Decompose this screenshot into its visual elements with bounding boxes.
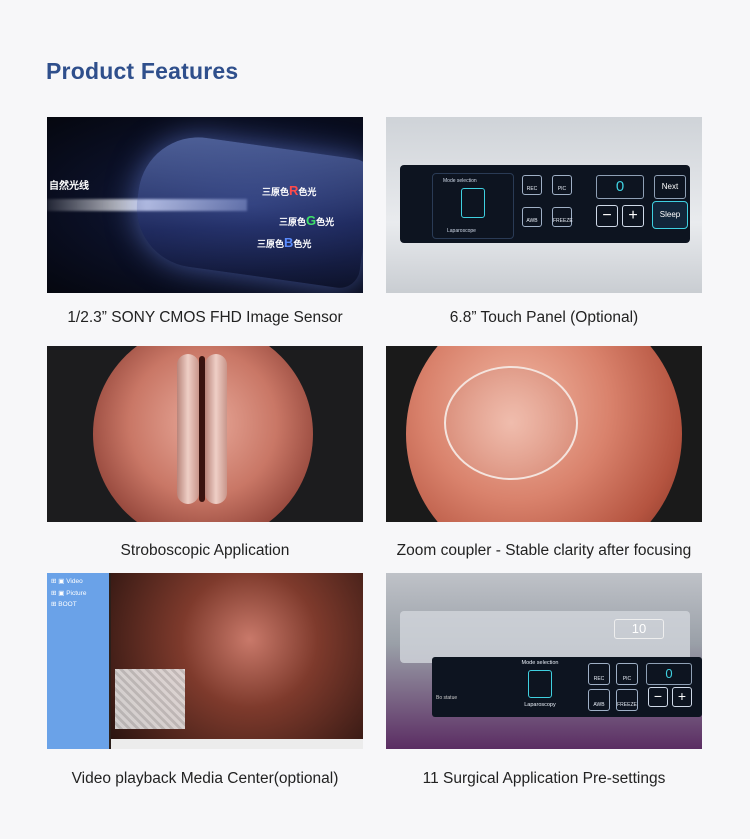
blue-light-label: 三原色B色光 xyxy=(257,235,312,250)
natural-light-label: 自然光线 xyxy=(49,181,89,192)
playback-bar xyxy=(111,739,363,749)
file-tree-panel: ⊞ ▣ Video ⊞ ▣ Picture ⊞ BOOT xyxy=(47,573,109,749)
feature-caption: 1/2.3” SONY CMOS FHD Image Sensor xyxy=(67,309,343,326)
plus-button: + xyxy=(622,205,644,227)
side-label: Bo statue xyxy=(436,695,458,701)
zoom-coupler-image xyxy=(386,346,702,522)
pic-button: PIC xyxy=(616,663,638,685)
camera-head-render xyxy=(129,129,363,291)
mode-selection-box: Mode selection Laparoscopy xyxy=(502,660,578,714)
mode-name: Laparoscopy xyxy=(524,702,556,708)
glottis xyxy=(199,356,205,502)
tree-item-picture: ⊞ ▣ Picture xyxy=(51,590,87,597)
awb-button: AWB xyxy=(588,689,610,711)
feature-caption: 6.8” Touch Panel (Optional) xyxy=(449,309,639,326)
zoom-level-display: 0 xyxy=(596,175,644,199)
minus-button: − xyxy=(648,687,668,707)
laparoscopy-icon xyxy=(528,670,552,698)
tissue-membrane xyxy=(444,366,578,480)
rec-button: REC xyxy=(588,663,610,685)
zoom-level-display: 0 xyxy=(646,663,692,685)
feature-caption: Video playback Media Center(optional) xyxy=(71,770,339,787)
vocal-folds-image xyxy=(47,346,363,522)
presets-panel-screen: Bo statue Mode selection Laparoscopy REC… xyxy=(432,657,702,717)
touch-panel-screen: Mode selection Laparoscope REC PIC AWB F… xyxy=(400,165,690,243)
red-light-label: 三原色R色光 xyxy=(262,183,317,198)
touch-panel-photo: Mode selection Laparoscope REC PIC AWB F… xyxy=(386,117,702,293)
plus-button: + xyxy=(672,687,692,707)
mode-selection-title: Mode selection xyxy=(521,660,559,666)
mode-name: Laparoscope xyxy=(447,228,476,234)
pic-button: PIC xyxy=(552,175,572,195)
mode-selection-box: Mode selection Laparoscope xyxy=(432,173,514,239)
media-center-screenshot: ⊞ ▣ Video ⊞ ▣ Picture ⊞ BOOT xyxy=(47,573,363,749)
background-display: 10 xyxy=(614,619,664,639)
vocal-fold-left xyxy=(177,354,199,504)
page-title: Product Features xyxy=(46,58,239,84)
surgical-gauze xyxy=(115,669,185,729)
mode-selection-title: Mode selection xyxy=(443,178,477,184)
sleep-button: Sleep xyxy=(652,201,688,229)
laparoscope-icon xyxy=(461,188,485,218)
vocal-fold-right xyxy=(205,354,227,504)
freeze-button: FREEZE xyxy=(552,207,573,227)
green-light-label: 三原色G色光 xyxy=(279,213,335,228)
tree-item-video: ⊞ ▣ Video xyxy=(51,578,83,585)
feature-caption: Zoom coupler - Stable clarity after focu… xyxy=(396,542,692,559)
presets-photo: 10 Bo statue Mode selection Laparoscopy … xyxy=(386,573,702,749)
awb-button: AWB xyxy=(522,207,542,227)
tree-item-boot: ⊞ BOOT xyxy=(51,601,77,608)
minus-button: − xyxy=(596,205,618,227)
rec-button: REC xyxy=(522,175,542,195)
freeze-button: FREEZE xyxy=(616,689,638,711)
feature-caption: Stroboscopic Application xyxy=(120,542,290,559)
next-button: Next xyxy=(654,175,686,199)
feature-caption: 11 Surgical Application Pre-settings xyxy=(422,770,666,787)
image-sensor-illustration: 自然光线 三原色R色光 三原色G色光 三原色B色光 xyxy=(47,117,363,293)
